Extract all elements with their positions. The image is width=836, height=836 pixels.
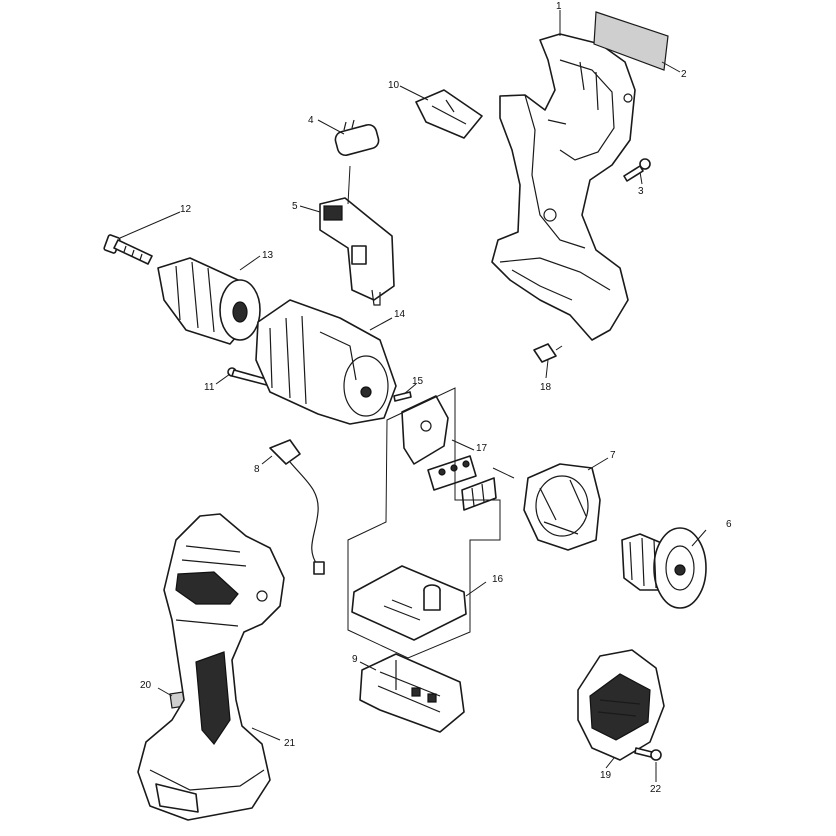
part-12-bolt xyxy=(103,234,153,265)
leader-lines xyxy=(119,10,707,782)
callout-6: 6 xyxy=(726,519,732,530)
callout-4: 4 xyxy=(308,115,314,126)
callout-labels: 1 2 3 4 5 6 7 8 9 10 11 12 13 14 15 16 1… xyxy=(140,1,732,795)
callout-11: 11 xyxy=(204,382,215,393)
part-7-stator xyxy=(523,463,601,551)
part-22-screw xyxy=(634,747,662,761)
callout-7: 7 xyxy=(610,450,616,461)
part-3-screw xyxy=(623,158,651,182)
callout-17: 17 xyxy=(476,443,488,454)
part-1-housing-half xyxy=(491,33,636,341)
part-21-housing xyxy=(137,513,285,821)
callout-14: 14 xyxy=(394,309,406,320)
part-2-label xyxy=(593,11,669,71)
part-8-wire xyxy=(269,439,325,575)
callout-3: 3 xyxy=(638,186,644,197)
callout-13: 13 xyxy=(262,250,274,261)
callout-16: 16 xyxy=(492,574,504,585)
callout-12: 12 xyxy=(180,204,192,215)
callout-8: 8 xyxy=(254,464,260,475)
callout-20: 20 xyxy=(140,680,152,691)
callout-2: 2 xyxy=(681,69,687,80)
part-15-pin xyxy=(393,391,412,402)
part-4-switch-cap xyxy=(334,119,380,157)
part-17-switch-plate xyxy=(401,395,497,511)
part-6-armature xyxy=(621,527,707,609)
callout-5: 5 xyxy=(292,201,298,212)
callout-15: 15 xyxy=(412,376,424,387)
callout-1: 1 xyxy=(556,1,562,12)
part-19-rear-cover xyxy=(577,649,665,761)
callout-10: 10 xyxy=(388,80,400,91)
callout-21: 21 xyxy=(284,738,296,749)
callout-22: 22 xyxy=(650,784,662,795)
callout-19: 19 xyxy=(600,770,612,781)
part-16-controller xyxy=(351,565,467,641)
callout-9: 9 xyxy=(352,654,358,665)
part-9-terminal xyxy=(359,653,465,733)
part-10-slider xyxy=(415,89,483,139)
part-14-gear-assembly xyxy=(255,299,397,425)
callout-18: 18 xyxy=(540,382,552,393)
subassembly-frame xyxy=(347,387,515,659)
part-5-switch xyxy=(319,197,395,306)
part-13-chuck xyxy=(157,257,261,345)
part-18-clip xyxy=(533,343,557,363)
